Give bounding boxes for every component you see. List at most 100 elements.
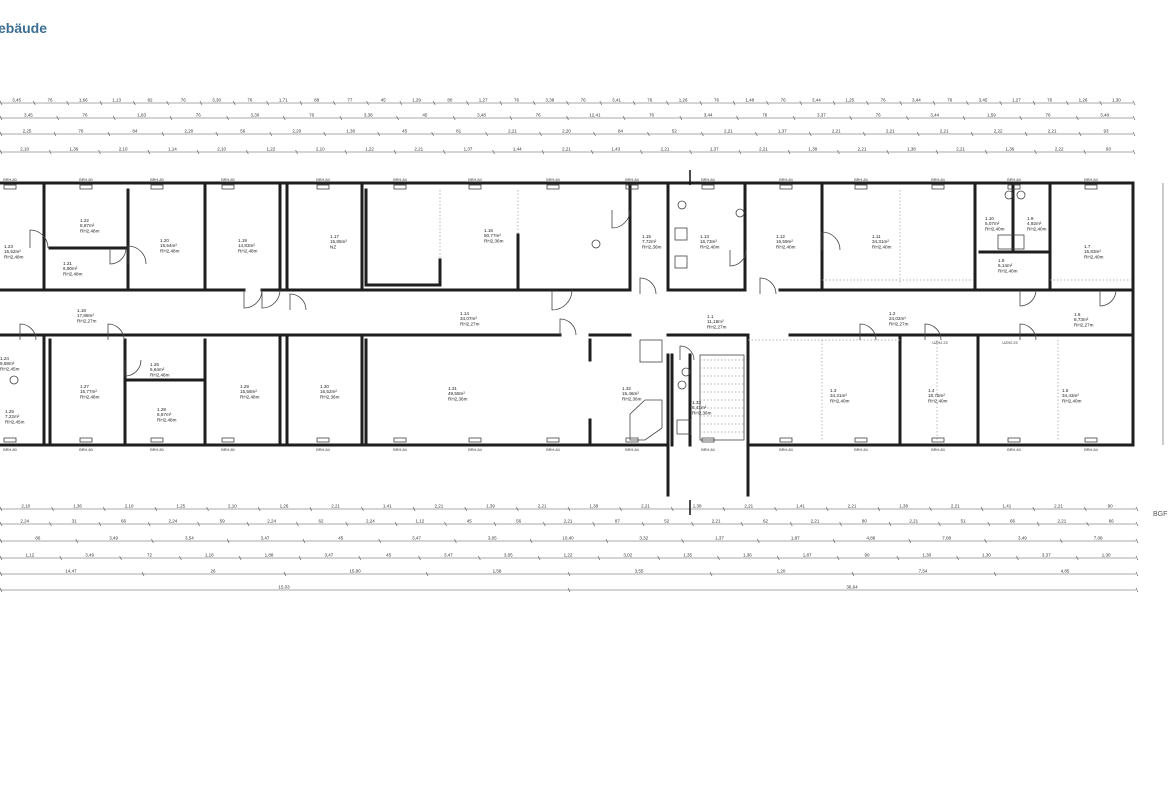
dimension-tick — [199, 100, 203, 106]
dimension-tick — [984, 538, 987, 544]
dimension-value: 1,30 — [1112, 98, 1121, 103]
dimension-value: 3,30 — [251, 113, 260, 118]
dimension-tick — [344, 149, 348, 155]
dimension-tick — [1059, 538, 1063, 544]
door-swing — [1099, 289, 1117, 307]
room-id: 1.7 — [1084, 244, 1091, 249]
dimension-tick — [197, 521, 200, 527]
dimension-value: 2,22 — [1055, 147, 1064, 152]
dimension-value: 93 — [1104, 129, 1110, 134]
dimension-value: 2,10 — [228, 504, 237, 509]
room-id: 1.29 — [240, 384, 249, 389]
dimension-tick — [1132, 100, 1136, 106]
room-id: 1.20 — [160, 238, 169, 243]
room-id: 1.10 — [985, 216, 994, 221]
window-sill — [1007, 437, 1021, 443]
dimension-tick — [938, 521, 941, 527]
window-label: BRH-84 — [393, 448, 407, 452]
dimension-value: 3,47 — [261, 536, 270, 541]
window-label: BRH-80 — [79, 448, 93, 452]
dimension-value: 1,22 — [267, 147, 276, 152]
dimension-tick — [0, 587, 3, 593]
room-id: 1.22 — [80, 218, 89, 223]
dimension-value: 90 — [864, 553, 870, 558]
dimension-value: 3,45 — [12, 98, 21, 103]
dimension-value: 1,13 — [112, 98, 121, 103]
door-swing — [124, 359, 142, 377]
dimension-value: 1,35 — [683, 553, 692, 558]
dimension-value: 76 — [536, 113, 542, 118]
dimension-value: 2,21 — [1048, 129, 1057, 134]
toilet-icon — [677, 380, 687, 390]
dimension-tick — [0, 115, 3, 121]
dimension-value: 15,03 — [278, 585, 290, 590]
dimension-tick — [877, 506, 881, 512]
dimension-tick — [622, 115, 626, 121]
dimension-tick — [722, 506, 726, 512]
dimension-tick — [485, 131, 488, 137]
dimension-tick — [1076, 115, 1079, 121]
dimension-value: 2,21 — [661, 147, 670, 152]
dimension-value: 2,21 — [538, 504, 547, 509]
dimension-value: 3,55 — [635, 569, 644, 574]
dimension-tick — [789, 521, 793, 527]
dimension-value: 76 — [581, 98, 587, 103]
door-swing — [639, 277, 657, 295]
dimension-value: 76 — [714, 98, 720, 103]
dimension-value: 10,40 — [562, 536, 574, 541]
dimension-value: 1,37 — [715, 536, 724, 541]
bathtub — [629, 399, 663, 441]
room-id: 1.21 — [63, 261, 72, 266]
dimension-tick — [377, 131, 380, 137]
dimension-value: 2,21 — [1058, 519, 1067, 524]
dimension-tick — [740, 521, 744, 527]
room-height: RH2,36m — [642, 244, 662, 249]
dimension-value: 3,37 — [1042, 553, 1051, 558]
dimension-value: 76 — [1047, 98, 1053, 103]
dimension-value: 1,14 — [168, 147, 177, 152]
dimension-value: 2,21 — [759, 147, 768, 152]
dimension-value: 88 — [314, 98, 320, 103]
room-id: 1.13 — [700, 234, 709, 239]
dimension-tick — [1019, 115, 1022, 121]
dimension-value: 2,20 — [562, 129, 571, 134]
dimension-tick — [1016, 555, 1019, 561]
room-area: 16,59m² — [776, 239, 793, 244]
dimension-value: 3,47 — [324, 553, 333, 558]
dimension-tick — [809, 131, 812, 137]
room-area: 15,77m² — [80, 389, 97, 394]
dimension-tick — [196, 149, 200, 155]
dimension-tick — [226, 115, 229, 121]
dimension-value: 1,41 — [1003, 504, 1012, 509]
window-sill — [931, 437, 945, 443]
dimension-value: 76 — [47, 98, 53, 103]
dimension-tick — [432, 100, 436, 106]
room-height: RH2,48m — [238, 248, 258, 253]
dimension-value: 76 — [947, 98, 953, 103]
corridor-note: UZH2.23 — [1002, 341, 1017, 345]
dimension-tick — [169, 115, 173, 121]
window-sill — [316, 437, 330, 443]
dimension-value: 7,08 — [942, 536, 951, 541]
dimension-tick — [466, 100, 469, 106]
dimension-value: 3,41 — [612, 98, 621, 103]
room-height: RH2,36m — [320, 394, 340, 399]
room-height: RH2,27m — [1074, 322, 1094, 327]
dimension-tick — [605, 538, 609, 544]
window-label: BRH-84 — [931, 448, 945, 452]
room-height: RH2,48m — [240, 394, 260, 399]
room-height: RH2,48m — [80, 228, 100, 233]
room-area: 4,92m² — [1027, 221, 1042, 226]
room-height: RH2,36m — [692, 410, 712, 415]
dimension-tick — [366, 100, 369, 106]
dimension-tick — [215, 131, 219, 137]
dimension-value: 1,37 — [778, 129, 787, 134]
room-id: 1.31 — [448, 386, 457, 391]
dimension-tick — [736, 115, 739, 121]
window-sill — [1084, 184, 1098, 190]
dimension-tick — [1132, 149, 1136, 155]
